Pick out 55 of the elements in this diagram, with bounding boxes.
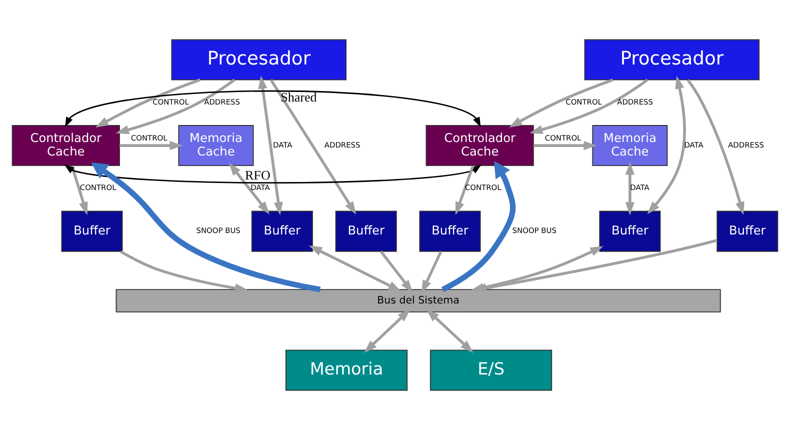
node-box: Procesador	[584, 39, 760, 80]
edge-label: CONTROL	[566, 97, 602, 106]
edge-label: SNOOP BUS	[512, 226, 556, 236]
edge-label: ADDRESS	[324, 140, 360, 150]
edge-label: SNOOP BUS	[196, 226, 240, 236]
edge-label: ADDRESS	[204, 97, 240, 106]
edge-label: Shared	[280, 89, 317, 104]
edge-label: DATA	[684, 140, 704, 150]
arrow	[70, 166, 88, 216]
arrow	[421, 250, 442, 294]
arrow	[95, 78, 201, 128]
arrow	[625, 162, 635, 216]
node-box: Controlador Cache	[12, 125, 120, 166]
arrow	[120, 250, 248, 293]
arrow	[455, 165, 474, 216]
node-box: Buffer	[61, 210, 123, 252]
edge-label: DATA	[630, 183, 650, 192]
edge-label: DATA	[250, 183, 270, 192]
arrow	[380, 250, 413, 293]
node-box: Buffer	[599, 210, 661, 252]
node-box: Memoria	[285, 350, 408, 391]
arrow	[686, 79, 744, 215]
arrow	[258, 76, 283, 216]
node-box: E/S	[430, 350, 552, 391]
edge-label: CONTROL	[464, 183, 502, 192]
arrow	[120, 140, 183, 150]
edge-label: CONTROL	[80, 183, 116, 192]
arrow	[534, 140, 597, 150]
node-box: Memoria Cache	[592, 125, 668, 166]
node-box: Controlador Cache	[426, 125, 534, 166]
node-box: Bus del Sistema	[116, 289, 721, 312]
edge-label: ADDRESS	[617, 97, 653, 106]
node-box: Buffer	[335, 210, 397, 252]
node-box: Buffer	[419, 210, 481, 252]
edge-label: CONTROL	[152, 97, 189, 106]
arrow	[647, 76, 686, 214]
arrow	[64, 164, 482, 184]
arrow	[228, 162, 270, 214]
edge-label: CONTROL	[130, 133, 168, 142]
arrow	[364, 309, 410, 353]
node-box: Buffer	[251, 210, 313, 252]
arrow	[64, 90, 481, 128]
arrow	[426, 309, 474, 353]
edge-label: RFO	[244, 167, 270, 182]
arrow	[116, 78, 236, 134]
node-box: Buffer	[716, 210, 778, 252]
arrow	[508, 78, 614, 128]
edge-label: ADDRESS	[728, 140, 764, 150]
arrow	[530, 78, 648, 134]
arrow	[308, 246, 402, 292]
node-box: Memoria Cache	[178, 125, 254, 166]
node-box: Procesador	[171, 39, 347, 80]
edge-label: DATA	[273, 140, 292, 150]
arrow	[270, 79, 356, 215]
edge-label: CONTROL	[544, 133, 582, 142]
